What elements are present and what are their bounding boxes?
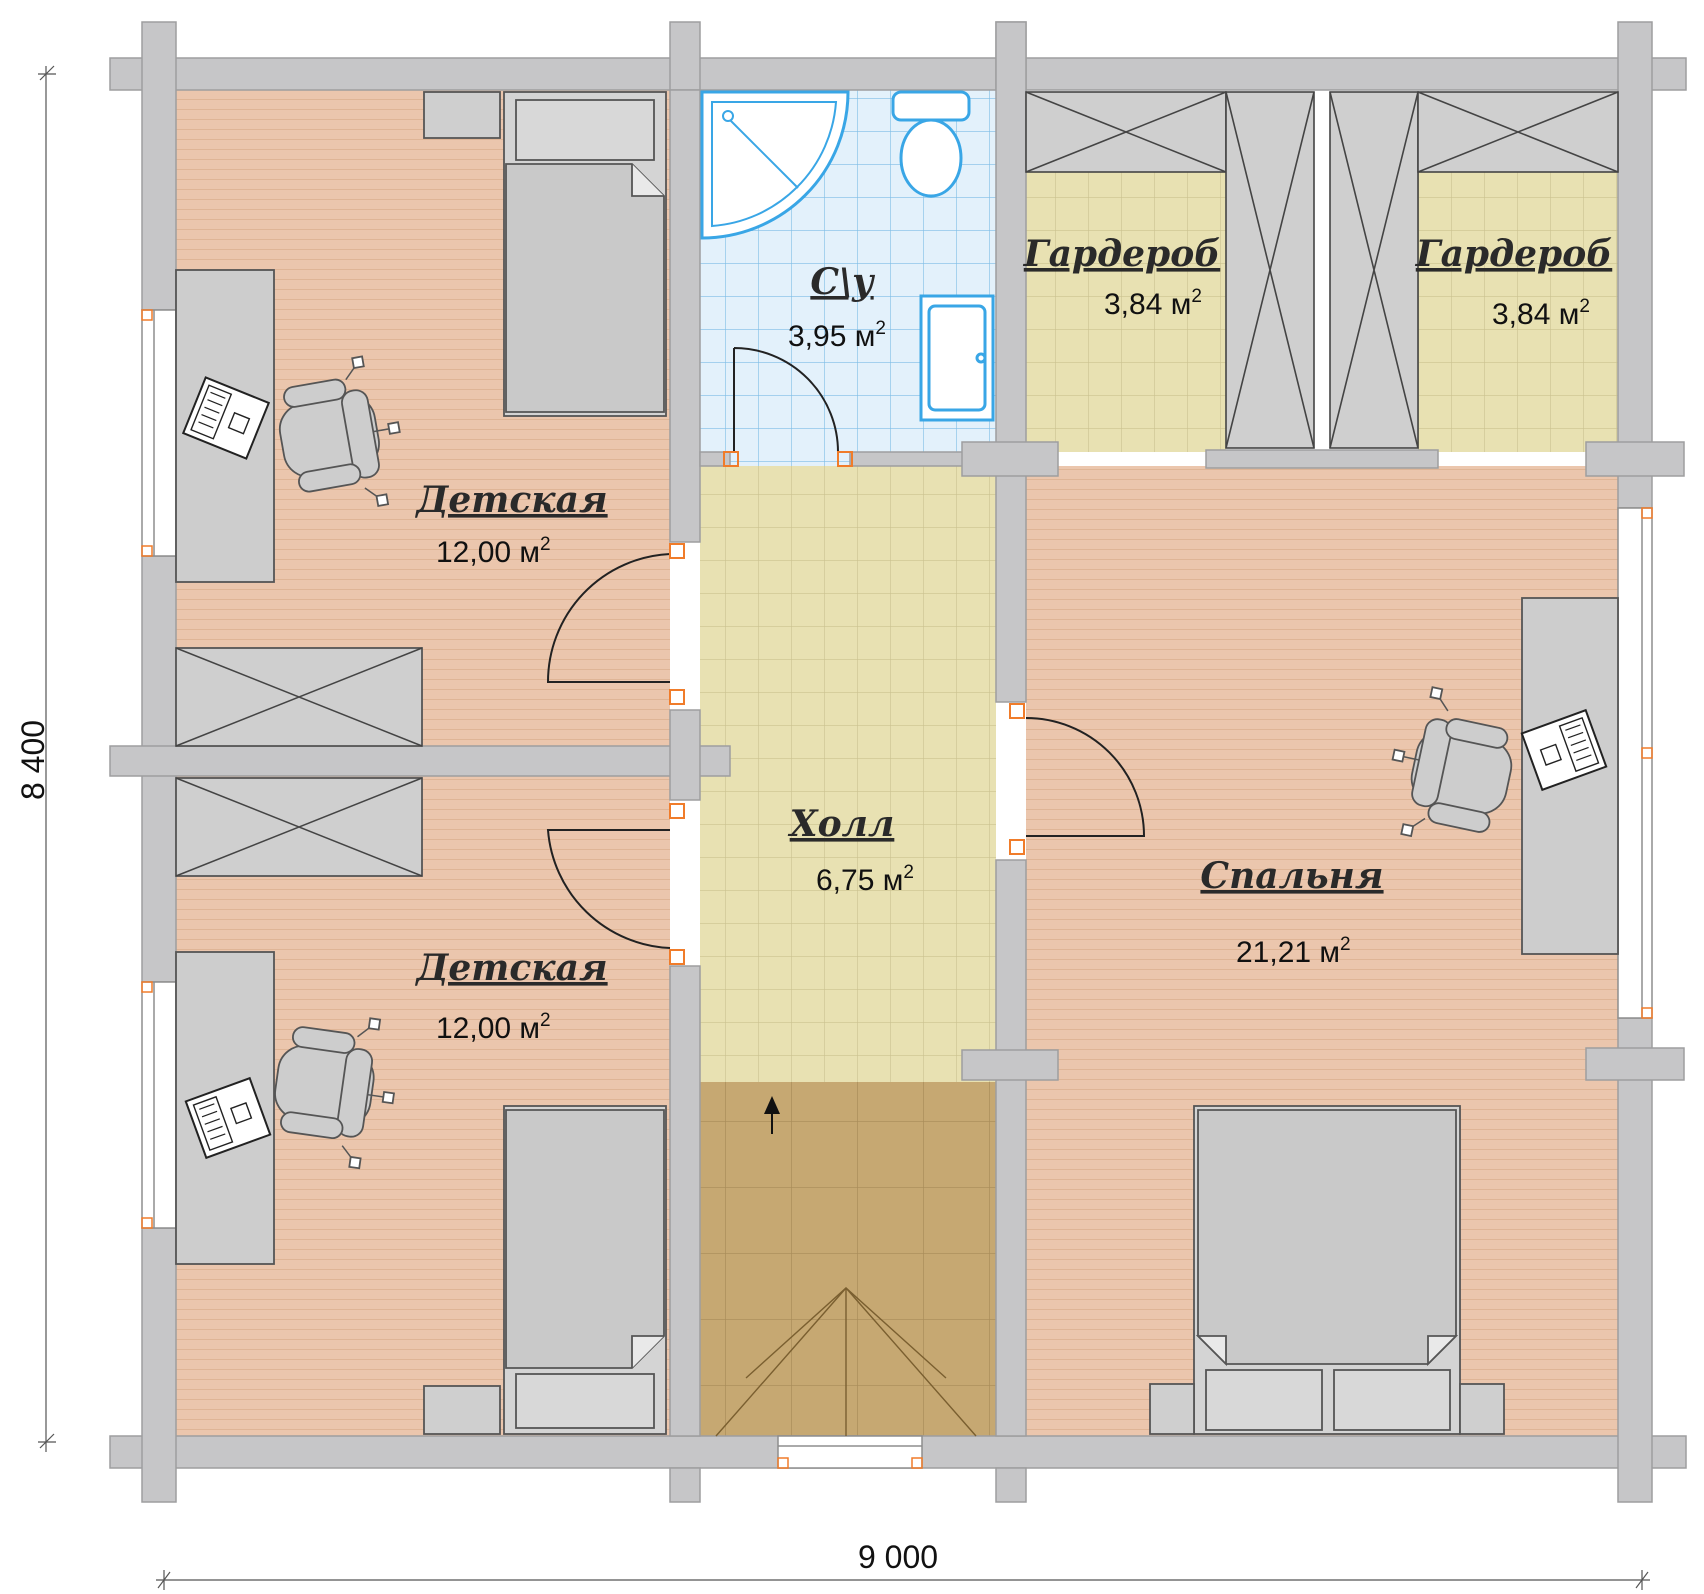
door-child2 [546,803,685,965]
dimension-lines [38,65,1650,1590]
room-area-bath: 3,95 м2 [788,318,886,353]
door-bath [723,347,853,467]
bed [503,1105,667,1435]
window-stairs [777,1435,923,1469]
laptop-icon [1520,708,1608,792]
shelf-side-1 [1225,91,1315,449]
wardrobe-shelves [1025,91,1619,449]
nightstand [423,91,501,139]
bedroom-furniture [1149,597,1619,1435]
shelf-top-1 [1025,91,1227,173]
double-bed [1193,1105,1461,1435]
office-chair-icon [1391,686,1513,838]
nightstand-right [1459,1383,1505,1435]
child2-furniture [175,777,667,1435]
nightstand [423,1385,501,1435]
toilet-icon [891,90,971,198]
window-child2 [141,981,177,1229]
laptop-icon [184,1076,272,1160]
dimension-height [38,65,56,1452]
shelf-top-2 [1417,91,1619,173]
room-area-wardrobe1: 3,84 м2 [1104,286,1202,321]
shelf-side-2 [1329,91,1419,449]
wardrobe [175,777,423,877]
stairs-floor [700,1082,996,1436]
room-name-hall: Холл [788,803,895,845]
window-child1 [141,309,177,557]
bed [503,91,667,417]
windows [141,309,1653,1469]
office-chair-icon [274,1017,395,1170]
room-area-child1: 12,00 м2 [436,534,551,569]
room-name-wardrobe2: Гардероб [1415,233,1612,275]
wardrobe2-floor [1418,172,1618,452]
room-area-hall: 6,75 м2 [816,862,914,897]
room-name-child2: Детская [414,947,607,989]
room-area-bedroom: 21,21 м2 [1236,934,1351,969]
child1-furniture [175,91,667,747]
room-name-bath: С\у [810,261,875,303]
corner-shower-icon [700,90,850,240]
hall-floor [700,466,996,1082]
wardrobe1-floor [1026,172,1226,452]
dimension-width [156,1570,1650,1590]
room-name-wardrobe1: Гардероб [1023,233,1220,275]
doors [546,347,1146,965]
stair-arrow-icon [764,1096,780,1134]
laptop-icon [181,376,271,460]
room-area-wardrobe2: 3,84 м2 [1492,296,1590,331]
stairs [715,1096,977,1437]
door-bedroom [1009,703,1146,855]
dimension-height-label: 8 400 [15,720,51,800]
room-area-child2: 12,00 м2 [436,1010,551,1045]
bath-fixtures [700,90,995,422]
room-name-bedroom: Спальня [1200,855,1383,897]
nightstand-left [1149,1383,1195,1435]
room-name-child1: Детская [414,479,607,521]
wardrobe [175,647,423,747]
labels: Детская 12,00 м2 Детская 12,00 м2 С\у 3,… [414,233,1612,1045]
window-bedroom [1617,507,1653,1019]
sink-icon [919,294,995,422]
office-chair-icon [278,355,401,507]
dimension-width-label: 9 000 [858,1539,938,1575]
door-child1 [546,543,685,705]
